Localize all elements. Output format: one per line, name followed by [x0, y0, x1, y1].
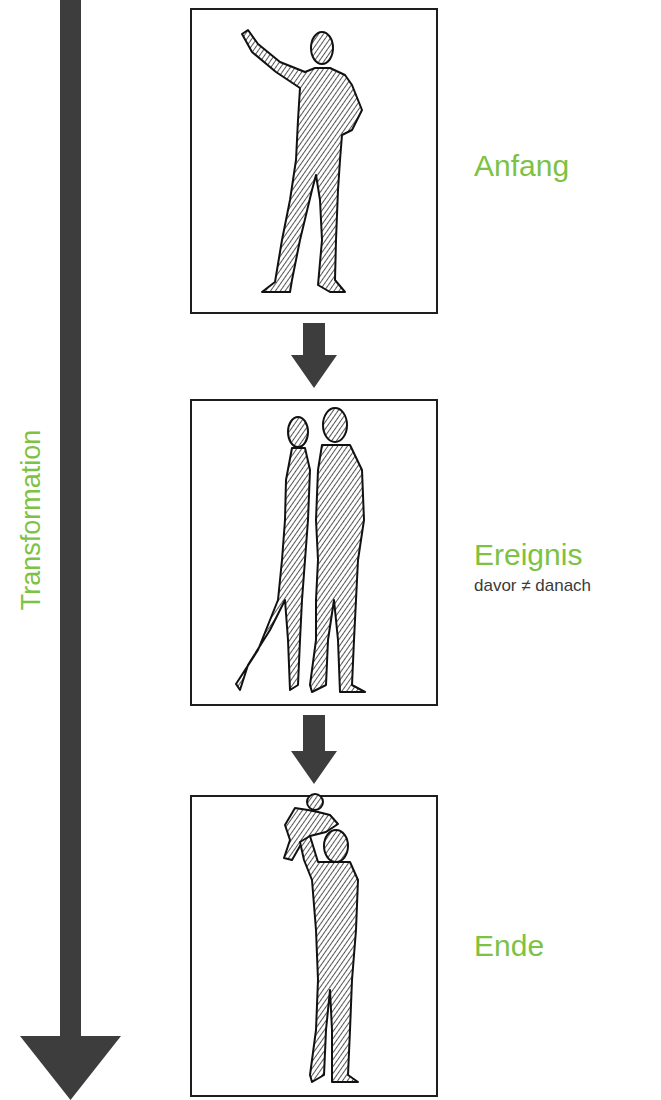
arrow-head [20, 1036, 121, 1100]
figure-parent-child [284, 794, 358, 1082]
flow-arrow [291, 323, 337, 388]
stage-label-group: Anfang [474, 148, 569, 184]
axis-label: Transformation [16, 430, 47, 611]
stage-note: davor ≠ danach [474, 575, 591, 597]
stage-label-group: Ereignisdavor ≠ danach [474, 537, 591, 597]
figure-couple [236, 408, 365, 692]
arrow-shaft [60, 0, 81, 1036]
stage-label: Ereignis [474, 537, 591, 573]
figure-start [242, 30, 362, 292]
stage-label-group: Ende [474, 928, 544, 964]
stage-label: Ende [474, 928, 544, 964]
flow-arrow [291, 715, 337, 784]
stage-label: Anfang [474, 148, 569, 184]
